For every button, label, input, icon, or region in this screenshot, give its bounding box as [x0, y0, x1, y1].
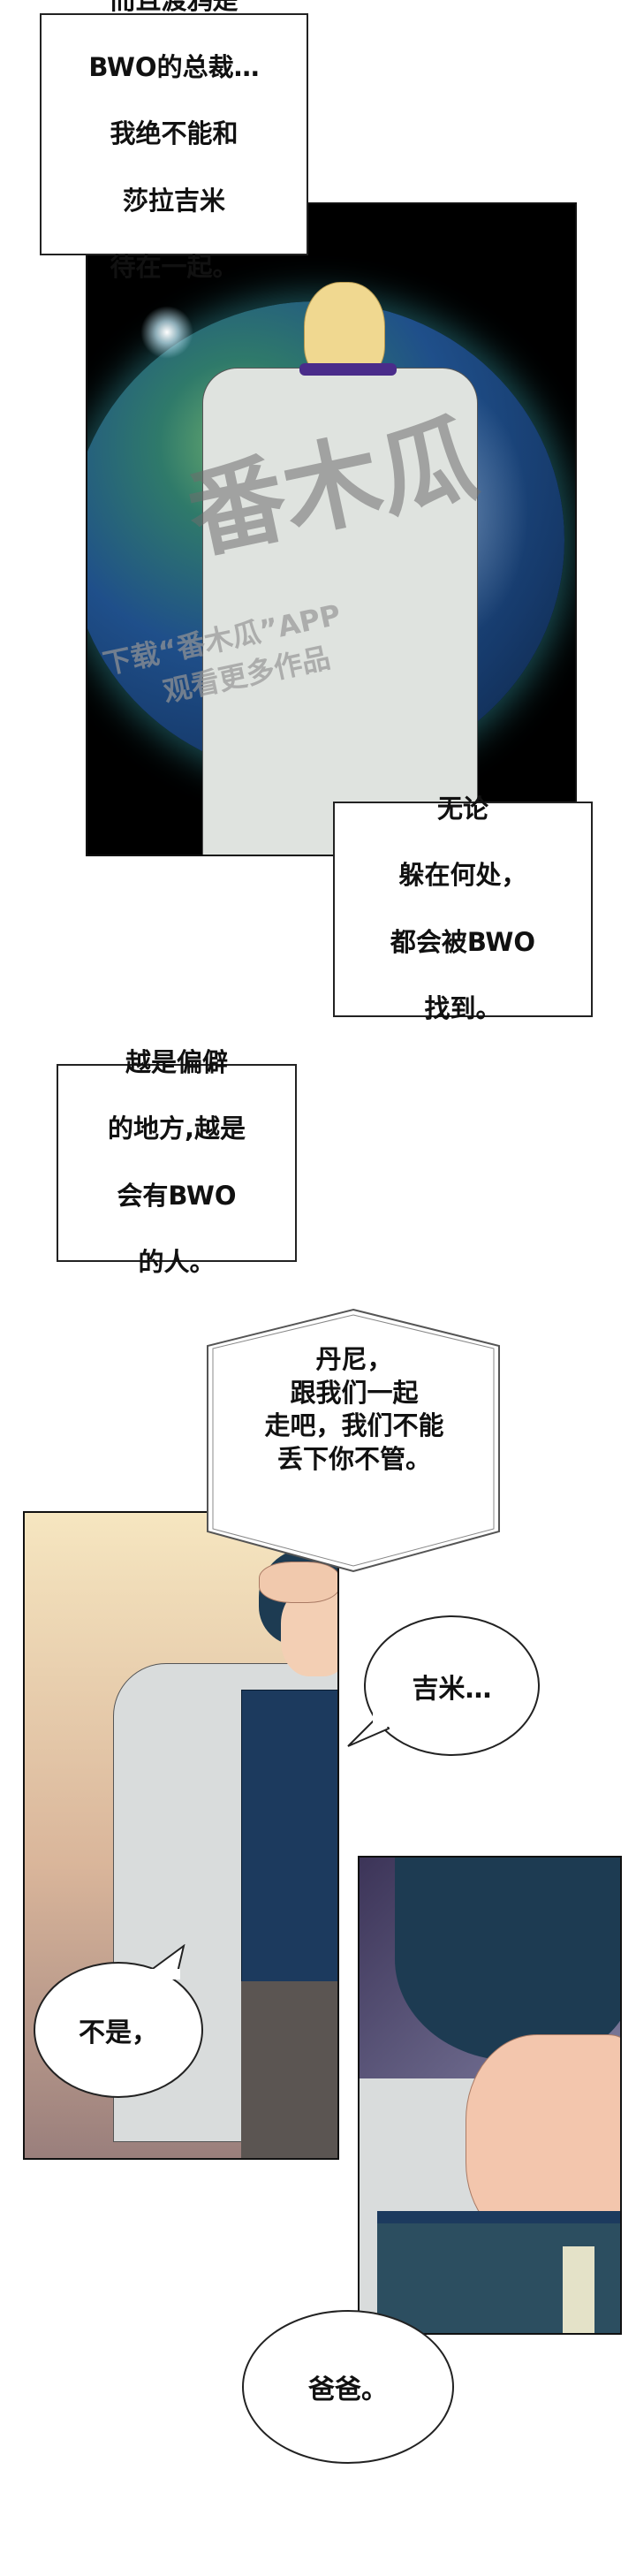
hexagon-caption-text: 丹尼， 跟我们一起 走吧，我们不能 丢下你不管。 [212, 1343, 496, 1477]
caption-line: 的人。 [138, 1247, 216, 1278]
hand-on-forehead [259, 1562, 337, 1603]
caption-box-intro: 而且渡鸦是 BWO的总裁… 我绝不能和 莎拉吉米 待在一起。 [40, 0, 308, 282]
caption-line: 越是偏僻 [125, 1047, 228, 1078]
caption-box-remote: 越是偏僻 的地方,越是 会有BWO 的人。 [57, 1047, 297, 1277]
caption-line: 走吧，我们不能 [264, 1410, 444, 1441]
caption-line: 跟我们一起 [290, 1377, 419, 1408]
caption-line: 待在一起。 [110, 251, 238, 282]
hexagon-caption-frame [207, 1308, 500, 1573]
speech-text: 爸爸。 [308, 2375, 388, 2405]
caption-line: 的地方,越是 [107, 1113, 246, 1144]
sweater [241, 1690, 337, 1983]
dark-hair [395, 1858, 620, 2061]
caption-line: 会有BWO [117, 1180, 237, 1211]
speech-text: 吉米… [412, 1673, 492, 1705]
caption-text: 无论 躲在何处， 都会被BWO 找到。 [390, 759, 535, 1059]
caption-text: 越是偏僻 的地方,越是 会有BWO 的人。 [108, 1013, 246, 1312]
speech-bubble-no: 不是， [34, 1962, 203, 2098]
speech-bubble-dad: 爸爸。 [242, 2310, 454, 2464]
panel-face-covered [358, 1856, 622, 2335]
speech-text: 不是， [79, 2017, 158, 2048]
bubble-tail [347, 1713, 390, 1747]
caption-line: 而且渡鸦是 [110, 0, 238, 16]
caption-line: 丹尼， [315, 1344, 393, 1374]
caption-line: 找到。 [424, 993, 502, 1024]
caption-line: 丢下你不管。 [276, 1444, 431, 1475]
caption-line: 无论 [436, 794, 488, 824]
caption-line: 莎拉吉米 [122, 185, 225, 216]
caption-line: 我绝不能和 [110, 118, 238, 149]
speech-bubble-jimi: 吉米… [364, 1615, 540, 1756]
panel-earth: 番木瓜 下载“番木瓜”APP 观看更多作品 [86, 202, 577, 856]
caption-line: BWO的总裁… [88, 51, 260, 82]
coat-collar [299, 363, 397, 376]
tie [563, 2246, 594, 2333]
caption-line: 躲在何处， [398, 860, 527, 891]
bubble-tail [141, 1944, 186, 1979]
sun-flare [140, 306, 193, 359]
caption-text: 而且渡鸦是 BWO的总裁… 我绝不能和 莎拉吉米 待在一起。 [88, 0, 259, 317]
pants [241, 1981, 337, 2158]
caption-box-anywhere: 无论 躲在何处， 都会被BWO 找到。 [333, 794, 593, 1023]
caption-line: 都会被BWO [390, 926, 536, 957]
man-in-white-coat [202, 368, 478, 855]
